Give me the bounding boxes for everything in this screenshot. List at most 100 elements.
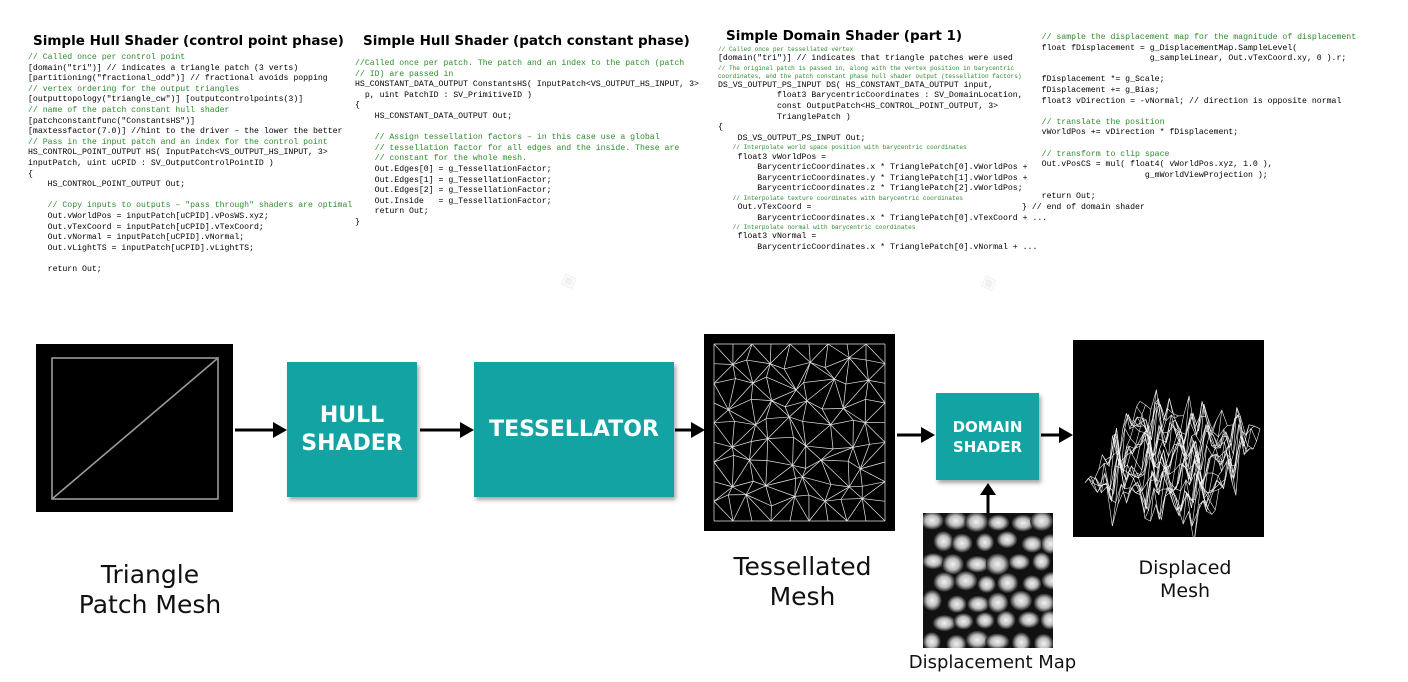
code-line: BarycentricCoordinates.x * TrianglePatch…: [718, 163, 1028, 173]
caption-line: Displaced: [1138, 557, 1232, 579]
caption-line: Tessellated: [733, 552, 872, 581]
code-line: // Interpolate world space position with…: [718, 144, 967, 152]
code-line: [28, 254, 348, 265]
domain-shader-stage: DOMAIN SHADER: [936, 393, 1039, 480]
code-block: // sample the displacement map for the m…: [1022, 33, 1392, 213]
caption-line: Patch Mesh: [78, 590, 222, 619]
code-line: [1022, 65, 1392, 76]
code-line: const OutputPatch<HS_CONTROL_POINT_OUTPU…: [718, 102, 999, 112]
code-line: HS_CONTROL_POINT_OUTPUT HS( InputPatch<V…: [28, 148, 328, 158]
code-line: [28, 191, 348, 202]
code-line: // Pass in the input patch and an index …: [28, 137, 328, 147]
code-line: fDisplacement *= g_Scale;: [1022, 75, 1165, 85]
code-line: [1022, 107, 1392, 118]
code-line: float3 vWorldPos =: [718, 152, 827, 162]
code-line: fDisplacement += g_Bias;: [1022, 85, 1160, 95]
tessellator-stage: TESSELLATOR: [474, 362, 674, 497]
displacement-map-image: [923, 513, 1053, 648]
code-line: Out.vWorldPos = inputPatch[uCPID].vPosWS…: [28, 211, 269, 221]
code-line: HS_CONSTANT_DATA_OUTPUT ConstantsHS( Inp…: [355, 80, 699, 90]
code-line: float3 BarycentricCoordinates : SV_Domai…: [718, 91, 1023, 101]
code-line: [355, 123, 700, 134]
code-line: // Interpolate normal with barycentric c…: [718, 224, 916, 232]
caption-line: Displacement Map: [908, 652, 1077, 673]
panel-title: Simple Hull Shader (patch constant phase…: [363, 33, 690, 49]
code-line: BarycentricCoordinates.y * TrianglePatch…: [718, 173, 1028, 183]
panel-title: Simple Domain Shader (part 1): [726, 28, 963, 44]
code-line: DS_VS_OUTPUT_PS_INPUT DS( HS_CONSTANT_DA…: [718, 80, 994, 90]
code-line: // The original patch is passed in, alon…: [718, 64, 1015, 72]
code-line: g_sampleLinear, Out.vTexCoord.xy, 0 ).r;: [1022, 54, 1347, 64]
code-line: Out.vNormal = inputPatch[uCPID].vNormal;: [28, 233, 245, 243]
code-line: return Out;: [1022, 191, 1096, 201]
stage-label: SHADER: [952, 437, 1023, 456]
stage-label: SHADER: [301, 430, 403, 456]
arrow-right-icon: [235, 422, 287, 438]
code-line: DS_VS_OUTPUT_PS_INPUT Out;: [718, 133, 866, 143]
code-line: // sample the displacement map for the m…: [1022, 33, 1357, 42]
code-line: [1022, 139, 1392, 150]
watermark: ◈: [556, 265, 581, 296]
code-line: // name of the patch constant hull shade…: [28, 105, 230, 115]
code-line: //Called once per patch. The patch and a…: [355, 59, 685, 68]
caption-line: Mesh: [1159, 579, 1211, 602]
code-line: } // end of domain shader: [1022, 202, 1145, 212]
code-line: BarycentricCoordinates.z * TrianglePatch…: [718, 184, 1023, 194]
displacement-map-caption: Displacement Map: [895, 652, 1090, 674]
code-line: inputPatch, uint uCPID : SV_OutputContro…: [28, 158, 274, 168]
code-line: return Out;: [355, 207, 429, 217]
code-line: }: [355, 217, 360, 227]
code-line: [maxtessfactor(7.0)] //hint to the drive…: [28, 127, 343, 137]
code-line: // translate the position: [1022, 117, 1165, 127]
code-line: TrianglePatch ): [718, 112, 851, 122]
code-line: coordinates, and the patch constant phas…: [718, 72, 1022, 80]
code-block: //Called once per patch. The patch and a…: [355, 59, 700, 229]
domain-shader-part2-panel: // sample the displacement map for the m…: [1022, 33, 1392, 213]
stage-label: TESSELLATOR: [489, 417, 659, 442]
code-block: // Called once per control point[domain(…: [28, 53, 353, 275]
code-line: // Assign tessellation factors – in this…: [355, 133, 660, 143]
code-line: float3 vDirection = -vNormal; // directi…: [1022, 96, 1342, 106]
code-line: [domain("tri")] // indicates a triangle …: [28, 63, 299, 73]
code-line: [outputtopology("triangle_cw")] [outputc…: [28, 95, 304, 105]
hull-control-point-panel: Simple Hull Shader (control point phase)…: [28, 33, 353, 275]
code-line: {: [718, 123, 723, 133]
triangle-patch-mesh-image: [36, 344, 233, 512]
hull-patch-constant-panel: Simple Hull Shader (patch constant phase…: [355, 33, 700, 229]
code-line: g_mWorldViewProjection );: [1022, 170, 1268, 180]
code-line: // Called once per tessellated vertex: [718, 46, 854, 53]
caption-line: Mesh: [769, 582, 836, 611]
code-line: // transform to clip space: [1022, 149, 1170, 159]
arrow-up-icon: [980, 483, 996, 513]
code-line: Out.vTexCoord = inputPatch[uCPID].vTexCo…: [28, 222, 264, 232]
code-line: // Called once per control point: [28, 53, 186, 62]
code-line: // ID) are passed in: [355, 69, 454, 79]
stage-label: DOMAIN: [952, 417, 1023, 436]
caption-line: Triangle: [100, 560, 200, 589]
code-line: // Copy inputs to outputs – "pass throug…: [28, 201, 353, 211]
code-line: Out.vLightTS = inputPatch[uCPID].vLightT…: [28, 243, 255, 253]
code-line: p, uint PatchID : SV_PrimitiveID ): [355, 90, 532, 100]
code-line: Out.Edges[0] = g_TessellationFactor;: [355, 164, 552, 174]
code-line: HS_CONTROL_POINT_OUTPUT Out;: [28, 180, 186, 190]
triangle-patch-mesh-caption: Triangle Patch Mesh: [70, 560, 230, 620]
code-line: [partitioning("fractional_odd")] // frac…: [28, 74, 328, 84]
code-line: Out.vPosCS = mul( float4( vWorldPos.xyz,…: [1022, 160, 1273, 170]
code-line: float3 vNormal =: [718, 232, 817, 242]
domain-shader-part1-panel: Simple Domain Shader (part 1) // Called …: [718, 28, 1048, 253]
code-line: float fDisplacement = g_DisplacementMap.…: [1022, 43, 1298, 53]
code-line: // vertex ordering for the output triang…: [28, 84, 240, 94]
arrow-right-icon: [420, 422, 474, 438]
code-line: [domain("tri")] // indicates that triang…: [718, 54, 1013, 64]
stage-label: HULL: [319, 402, 385, 428]
code-line: Out.Edges[2] = g_TessellationFactor;: [355, 186, 552, 196]
code-line: {: [28, 169, 33, 179]
code-line: // constant for the whole mesh.: [355, 154, 527, 164]
code-line: Out.Edges[1] = g_TessellationFactor;: [355, 175, 552, 185]
code-line: vWorldPos += vDirection * fDisplacement;: [1022, 128, 1239, 138]
arrow-right-icon: [675, 422, 705, 438]
code-line: Out.Inside = g_TessellationFactor;: [355, 196, 552, 206]
code-line: {: [355, 101, 360, 111]
code-line: // Interpolate texture coordinates with …: [718, 194, 964, 202]
code-line: BarycentricCoordinates.x * TrianglePatch…: [718, 213, 1048, 223]
